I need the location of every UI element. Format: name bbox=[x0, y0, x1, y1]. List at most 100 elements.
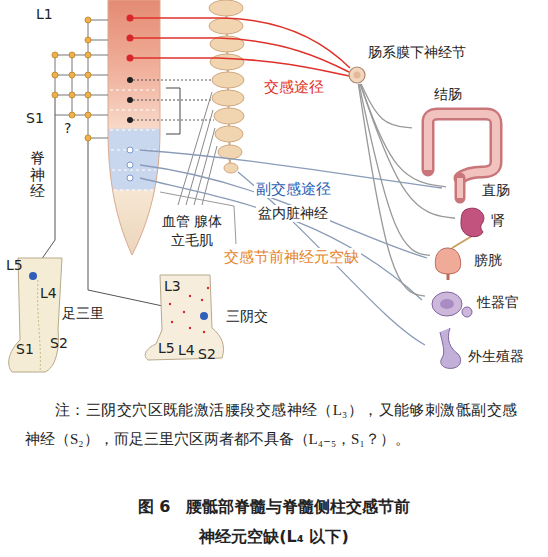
chain-bead bbox=[224, 163, 238, 173]
node-label: L5 bbox=[6, 257, 23, 274]
shape-part bbox=[435, 248, 460, 274]
diagram-label: ? bbox=[64, 120, 71, 137]
node-label: L5 bbox=[158, 340, 175, 357]
cord-dots bbox=[127, 15, 134, 182]
node-label: 直肠 bbox=[482, 182, 510, 199]
shape-part bbox=[189, 295, 191, 297]
node-label: 三阴交 bbox=[226, 308, 268, 325]
node-label: S2 bbox=[50, 335, 68, 352]
nerve-dot bbox=[69, 72, 75, 78]
chain-bead bbox=[209, 0, 243, 16]
black-dot bbox=[127, 117, 133, 123]
nerve-dot bbox=[52, 52, 58, 58]
shape-part bbox=[455, 178, 466, 198]
kidney-organ: 肾 bbox=[455, 206, 515, 238]
shape-part bbox=[203, 331, 205, 333]
red-fibre bbox=[133, 38, 349, 72]
shape-part bbox=[38, 280, 41, 372]
dotted-fibre bbox=[133, 120, 214, 121]
genital-organ: 外生殖器 bbox=[428, 328, 540, 372]
nerve-dot bbox=[85, 37, 91, 43]
shape-part bbox=[29, 272, 37, 280]
shape-part bbox=[189, 327, 191, 329]
chain-bead bbox=[214, 108, 244, 124]
shape-part bbox=[428, 114, 496, 178]
node-label: S2 bbox=[198, 346, 216, 363]
dotted-fibre bbox=[133, 80, 212, 81]
nerve-dot bbox=[69, 52, 75, 58]
diagram-label: 交感途径 bbox=[262, 78, 326, 96]
shape-part bbox=[200, 312, 208, 320]
bladder-organ: 膀胱 bbox=[430, 244, 514, 280]
red-fibre bbox=[133, 18, 350, 68]
sex-organ: 性器官 bbox=[425, 284, 525, 326]
colon-organ: 结肠 bbox=[412, 86, 508, 178]
right-leg: L3三阴交L5L4S2 bbox=[140, 270, 280, 365]
node-shape bbox=[455, 206, 515, 238]
sympathetic-fibres bbox=[133, 18, 350, 76]
rectum-organ: 直肠 bbox=[446, 178, 524, 206]
node-label: L3 bbox=[164, 278, 181, 295]
nerve-dot bbox=[85, 72, 91, 78]
shape-part bbox=[428, 114, 496, 178]
black-dot bbox=[127, 97, 133, 103]
node-label: 外生殖器 bbox=[468, 348, 524, 365]
segment-marks bbox=[110, 90, 158, 190]
diagram-label: 盆内脏神经 bbox=[256, 205, 330, 222]
shape-part bbox=[171, 321, 173, 323]
shape-part bbox=[461, 208, 484, 237]
white-dot bbox=[127, 175, 133, 181]
shape-part bbox=[207, 287, 209, 289]
grey-fibre bbox=[186, 110, 213, 205]
dotted-fibres bbox=[133, 80, 214, 120]
node-shape bbox=[348, 66, 366, 84]
node-label: 肠系膜下神经节 bbox=[368, 44, 466, 61]
shape-part bbox=[440, 328, 461, 368]
black-dot bbox=[127, 77, 133, 83]
figure-caption: 图 6 腰骶部脊髓与脊髓侧柱交感节前神经元空缺(L₄ 以下) bbox=[134, 492, 414, 552]
shape-part bbox=[440, 299, 454, 309]
shape-part bbox=[183, 311, 185, 313]
chain-bead bbox=[212, 90, 244, 106]
spinal-nerve-grid bbox=[55, 20, 108, 140]
nerve-dots bbox=[52, 17, 91, 141]
diagram-label: 副交感途径 bbox=[254, 180, 333, 198]
nerve-connector bbox=[358, 84, 425, 296]
white-dot bbox=[127, 147, 133, 153]
nerve-connector bbox=[359, 84, 430, 255]
node-label: 结肠 bbox=[434, 86, 462, 103]
nerve-dot bbox=[69, 92, 75, 98]
shape-part bbox=[349, 67, 365, 83]
left-leg: L5L4足三里S1S2 bbox=[0, 255, 115, 377]
chain-bead bbox=[209, 18, 243, 34]
nerve-dot bbox=[85, 52, 91, 58]
chain-bead bbox=[218, 145, 242, 159]
nerve-dot bbox=[52, 72, 58, 78]
diagram-label: S1 bbox=[26, 110, 44, 127]
shape-part bbox=[354, 72, 361, 79]
chain-bead bbox=[210, 54, 244, 70]
white-dot bbox=[127, 162, 133, 168]
nerve-dot bbox=[85, 135, 91, 141]
shape-part bbox=[169, 303, 171, 305]
red-dot bbox=[127, 55, 134, 62]
red-dot bbox=[127, 35, 134, 42]
chain-bead bbox=[212, 72, 244, 88]
shape-part bbox=[201, 299, 203, 301]
node-label: 膀胱 bbox=[474, 252, 502, 269]
ureter bbox=[452, 236, 472, 248]
red-fibre bbox=[133, 58, 349, 76]
shape-part bbox=[447, 274, 450, 280]
diagram-label: 血管 腺体 立毛肌 bbox=[154, 212, 230, 250]
diagram-label: L1 bbox=[36, 6, 53, 23]
blue-fibre bbox=[140, 165, 427, 258]
node-label: 肾 bbox=[491, 212, 505, 229]
ganglion-node: 肠系膜下神经节 bbox=[348, 66, 366, 84]
nerve-dot bbox=[85, 112, 91, 118]
node-label: S1 bbox=[16, 341, 34, 358]
nerve-dot bbox=[85, 17, 91, 23]
node-label: L4 bbox=[40, 285, 57, 302]
nerve-dot bbox=[85, 92, 91, 98]
shape-part bbox=[432, 292, 462, 316]
